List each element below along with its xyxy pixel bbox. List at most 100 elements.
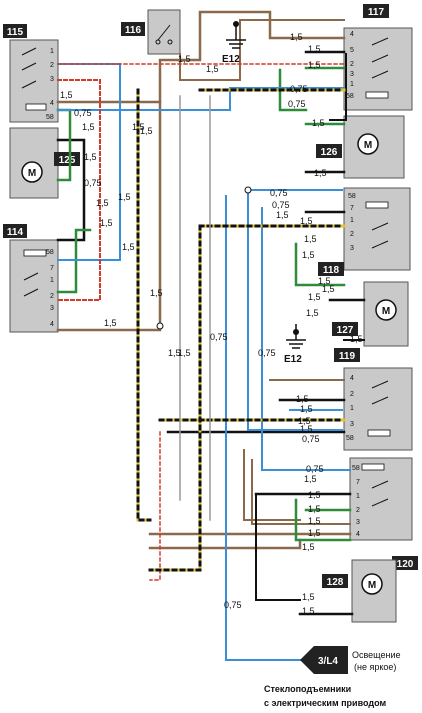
component-128-tag: 128: [327, 577, 344, 588]
pins-117: 4 5 2 3 1 58: [346, 31, 354, 100]
pin-label: 3: [350, 245, 354, 252]
pin-label: 4: [350, 375, 354, 382]
pins-114: 58 7 1 2 3 4: [46, 249, 54, 328]
ground-symbol: E12: [222, 24, 246, 65]
wire-gauge-label: 1,5: [308, 292, 321, 302]
wire-gauge-label: 1,5: [300, 216, 313, 226]
pin-label: 58: [46, 114, 54, 121]
component-120-tag: 120: [397, 559, 414, 570]
motor-127-symbol: M: [382, 306, 390, 317]
component-116-tag: 116: [125, 25, 142, 36]
wires: [56, 10, 366, 661]
wire-blue: [57, 87, 345, 111]
wire-yellow-black: [136, 88, 152, 522]
wire-gauge-label: 1,5: [82, 122, 95, 132]
caption-line1: Стеклоподъемники: [264, 684, 351, 694]
component-114-tag: 114: [7, 227, 24, 238]
wire-blue: [225, 195, 317, 661]
pin-label: 1: [356, 493, 360, 500]
component-127: 127 M: [332, 281, 409, 347]
wire-gauge-label: 1,5: [302, 606, 315, 616]
wire-brown: [56, 100, 162, 332]
wire-gauge-label: 1,5: [296, 394, 309, 404]
wire-gauge-label: 1,5: [314, 168, 327, 178]
ground-symbol: E12: [284, 324, 306, 365]
wire-gauge-label: 0,75: [210, 332, 228, 342]
component-119: 119: [334, 348, 413, 451]
wire-gauge-label: 1,5: [168, 348, 181, 358]
wire-gauge-label: 1,5: [100, 218, 113, 228]
pin-label: 4: [50, 321, 54, 328]
component-116: 116: [121, 9, 181, 55]
wire-blue: [247, 189, 345, 431]
wire-labels: 1,51,51,50,750,751,51,50,750,751,51,51,5…: [60, 32, 363, 616]
wire-green: [294, 242, 346, 287]
wire-black: [255, 493, 301, 601]
caption: Стеклоподъемники с электрическим приводо…: [264, 684, 386, 708]
pin-label: 3: [50, 76, 54, 83]
pin-label: 2: [350, 61, 354, 68]
wire-green: [278, 68, 308, 112]
wire-gauge-label: 1,5: [308, 504, 321, 514]
pin-label: 2: [350, 231, 354, 238]
wire-gauge-label: 1,5: [122, 242, 135, 252]
wire-gauge-label: 0,75: [224, 600, 242, 610]
wire-gauge-label: 1,5: [308, 490, 321, 500]
wire-gauge-label: 1,5: [206, 64, 219, 74]
pins-115: 1 2 3 4 58: [46, 48, 54, 121]
wire-gauge-label: 0,75: [306, 464, 324, 474]
wire-gauge-label: 0,75: [272, 200, 290, 210]
pin-label: 1: [350, 217, 354, 224]
wire-gauge-label: 0,75: [258, 348, 276, 358]
wire-gauge-label: 1,5: [178, 348, 191, 358]
pin-label: 58: [346, 93, 354, 100]
wire-gauge-label: 1,5: [308, 60, 321, 70]
wire-yellow-black: [148, 224, 202, 572]
wire-gauge-label: 1,5: [150, 288, 163, 298]
wire-gauge-label: 0,75: [84, 178, 102, 188]
pin-label: 5: [350, 47, 354, 54]
motor-128-symbol: M: [368, 580, 376, 591]
pin-label: 4: [356, 531, 360, 538]
ground-label: E12: [284, 354, 302, 365]
pin-label: 3: [356, 519, 360, 526]
pin-label: 3: [50, 305, 54, 312]
pin-label: 2: [50, 62, 54, 69]
pin-label: 4: [50, 100, 54, 107]
wire-gauge-label: 1,5: [308, 528, 321, 538]
wire-gauge-label: 0,75: [288, 99, 306, 109]
wire-gauge-label: 1,5: [290, 32, 303, 42]
component-119-tag: 119: [339, 351, 356, 362]
wire-yellow-black: [148, 224, 202, 572]
component-118-tag: 118: [323, 265, 340, 276]
wire-red-striped: [57, 79, 101, 301]
pin-label: 2: [50, 293, 54, 300]
component-117-tag: 117: [368, 7, 385, 18]
component-126: 126 M: [316, 115, 405, 179]
wire-gauge-label: 1,5: [276, 210, 289, 220]
wire-gauge-label: 1,5: [302, 250, 315, 260]
ground-label: E12: [222, 54, 240, 65]
wire-brown: [56, 10, 346, 104]
component-128: 128 M: [322, 559, 397, 623]
pin-label: 2: [356, 507, 360, 514]
wire-brown: [243, 449, 301, 521]
wire-brown: [179, 19, 345, 81]
component-115: 115: [3, 24, 59, 123]
wire-gauge-label: 1,5: [350, 334, 363, 344]
wire-gauge-label: 1,5: [60, 90, 73, 100]
wire-gauge-label: 0,75: [270, 188, 288, 198]
pins-118: 58 7 1 2 3: [348, 193, 356, 252]
wire-red-striped: [149, 431, 161, 581]
pin-label: 1: [350, 405, 354, 412]
component-117: 117: [343, 4, 413, 111]
pins-119: 4 2 1 3 58: [346, 375, 354, 442]
component-120: 120: [349, 457, 418, 570]
lighting-note-line2: (не яркое): [354, 662, 396, 672]
wire-gauge-label: 1,5: [302, 542, 315, 552]
wire-gauge-label: 1,5: [96, 198, 109, 208]
pin-label: 7: [350, 205, 354, 212]
junctions: [156, 21, 299, 335]
